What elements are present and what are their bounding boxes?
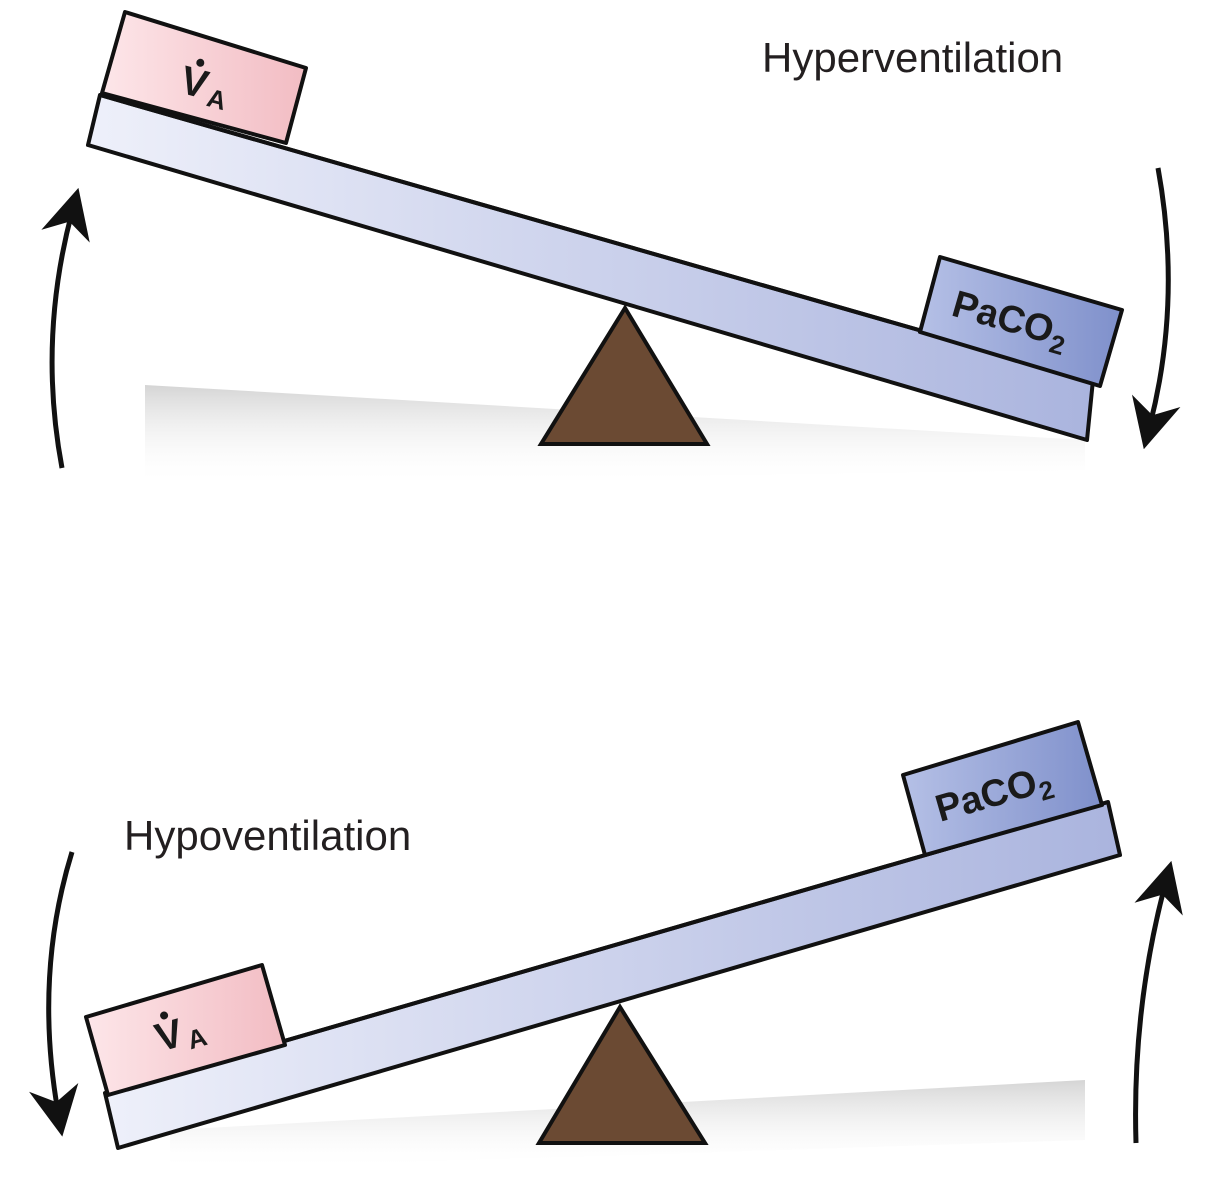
bottom-right-arrow-up bbox=[1133, 860, 1183, 1144]
bottom-fulcrum bbox=[535, 1003, 709, 1145]
top-va-dot bbox=[196, 58, 205, 67]
top-fulcrum bbox=[537, 304, 711, 446]
bottom-va-block: V A bbox=[84, 963, 287, 1097]
top-paco2-block: PaCO 2 bbox=[918, 255, 1124, 388]
top-left-arrow-up bbox=[41, 187, 90, 469]
bottom-caption: Hypoventilation bbox=[124, 812, 411, 859]
bottom-paco2-block: PaCO 2 bbox=[901, 720, 1104, 857]
top-scene: V A PaCO 2 Hyperventilation bbox=[41, 10, 1181, 485]
top-va-block: V A bbox=[100, 10, 308, 145]
top-right-arrow-down bbox=[1131, 167, 1181, 450]
bottom-left-arrow-down bbox=[29, 851, 79, 1137]
bottom-va-dot bbox=[160, 1011, 169, 1020]
top-caption: Hyperventilation bbox=[762, 34, 1063, 81]
bottom-scene: V A PaCO 2 Hypoventilation bbox=[29, 720, 1183, 1170]
